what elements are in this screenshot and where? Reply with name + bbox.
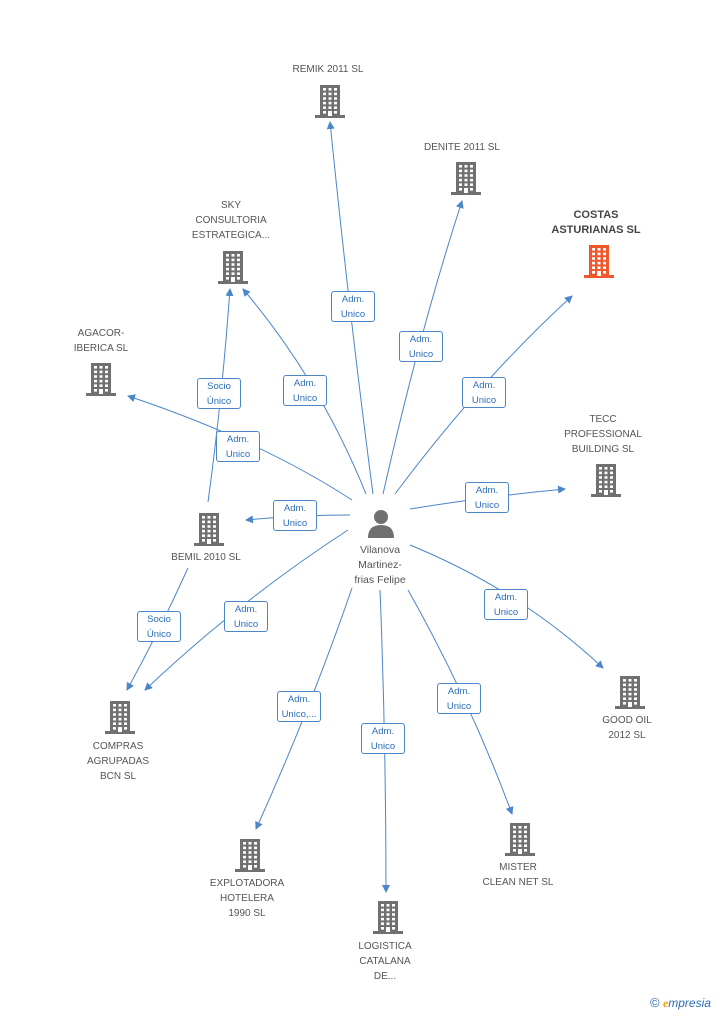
- edge-label-mister[interactable]: Adm. Unico: [437, 683, 481, 714]
- edge-label-bemil[interactable]: Adm. Unico: [273, 500, 317, 531]
- node-label-remik[interactable]: REMIK 2011 SL: [292, 64, 364, 75]
- node-label-explotadora[interactable]: EXPLOTADORA HOTELERA 1990 SL: [209, 878, 285, 919]
- brand-initial: e: [662, 996, 669, 1010]
- building-icon-costas[interactable]: [582, 244, 616, 278]
- building-icon-mister[interactable]: [503, 822, 537, 856]
- edge-label-bemil-sky[interactable]: Socio Único: [197, 378, 241, 409]
- edge-label-compras[interactable]: Adm. Unico: [224, 601, 268, 632]
- node-label-mister[interactable]: MISTER CLEAN NET SL: [482, 862, 554, 888]
- edge-label-agacor[interactable]: Adm. Unico: [216, 431, 260, 462]
- building-icon-logistica[interactable]: [371, 900, 405, 934]
- building-icon-denite[interactable]: [449, 161, 483, 195]
- edge-label-sky[interactable]: Adm. Unico: [283, 375, 327, 406]
- node-label-logistica[interactable]: LOGISTICA CATALANA DE...: [358, 941, 412, 982]
- node-label-denite[interactable]: DENITE 2011 SL: [424, 142, 500, 153]
- building-icon-bemil[interactable]: [192, 512, 226, 546]
- footer-brand[interactable]: © empresia: [650, 995, 711, 1011]
- person-name[interactable]: Vilanova Martinez- frias Felipe: [354, 544, 406, 586]
- edge-label-explotadora[interactable]: Adm. Unico,...: [277, 691, 321, 722]
- node-label-costas[interactable]: COSTAS ASTURIANAS SL: [551, 209, 641, 236]
- edge-label-tecc[interactable]: Adm. Unico: [465, 482, 509, 513]
- copyright-symbol: ©: [650, 995, 660, 1010]
- node-label-compras[interactable]: COMPRAS AGRUPADAS BCN SL: [86, 741, 150, 782]
- edge-label-goodoil[interactable]: Adm. Unico: [484, 589, 528, 620]
- edge-label-denite[interactable]: Adm. Unico: [399, 331, 443, 362]
- edge-label-remik[interactable]: Adm. Unico: [331, 291, 375, 322]
- building-icon-goodoil[interactable]: [613, 675, 647, 709]
- node-label-sky[interactable]: SKY CONSULTORIA ESTRATEGICA...: [191, 200, 271, 241]
- building-icon-explotadora[interactable]: [233, 838, 267, 872]
- edge-label-bemil-compras[interactable]: Socio Único: [137, 611, 181, 642]
- edge-label-costas[interactable]: Adm. Unico: [462, 377, 506, 408]
- edge-label-logistica[interactable]: Adm. Unico: [361, 723, 405, 754]
- node-label-bemil[interactable]: BEMIL 2010 SL: [171, 552, 241, 563]
- building-icon-tecc[interactable]: [589, 463, 623, 497]
- building-icon-agacor[interactable]: [84, 362, 118, 396]
- building-icon-sky[interactable]: [216, 250, 250, 284]
- building-icon-remik[interactable]: [313, 84, 347, 118]
- brand-name: mpresia: [668, 996, 711, 1010]
- node-label-tecc[interactable]: TECC PROFESSIONAL BUILDING SL: [564, 414, 642, 455]
- node-label-goodoil[interactable]: GOOD OIL 2012 SL: [602, 715, 652, 741]
- person-icon[interactable]: [366, 508, 396, 538]
- node-label-agacor[interactable]: AGACOR- IBERICA SL: [73, 328, 129, 354]
- building-icon-compras[interactable]: [103, 700, 137, 734]
